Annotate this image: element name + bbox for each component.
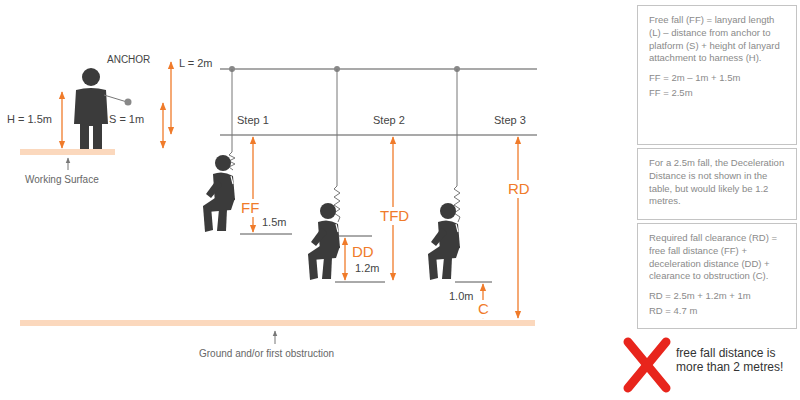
pointer-arrow <box>275 331 276 344</box>
formula-text: FF = 2.5m <box>649 87 785 100</box>
step-label: Step 2 <box>372 114 406 127</box>
info-panel-section: For a 2.5m fall, the Deceleration Distan… <box>637 148 797 220</box>
worker-head <box>82 68 100 86</box>
measure-symbol: FF <box>240 199 260 217</box>
dimension-label: 1.2m <box>354 262 380 275</box>
step-label: Step 1 <box>236 114 270 127</box>
dimension-label: 1.0m <box>448 290 474 303</box>
measure-symbol: DD <box>351 243 375 261</box>
anchor-label: ANCHOR <box>106 54 151 66</box>
warning-cross <box>628 342 666 388</box>
pointer-arrow <box>68 158 69 170</box>
reference-line <box>338 236 372 237</box>
explanation-text: Required fall clearance (RD) = free fall… <box>649 232 785 283</box>
worker-body <box>74 88 108 149</box>
dimension-arrow <box>170 62 171 134</box>
explanation-text: Free fall (FF) = lanyard length (L) – di… <box>649 14 785 65</box>
dimension-arrow <box>517 137 518 318</box>
info-panel-section: Free fall (FF) = lanyard length (L) – di… <box>637 5 797 145</box>
falling-worker <box>203 155 235 232</box>
measure-symbol: RD <box>507 180 531 198</box>
platform-line <box>220 134 537 135</box>
explanation-text: For a 2.5m fall, the Deceleration Distan… <box>649 157 785 208</box>
lanyard <box>454 69 460 222</box>
dimension-arrow <box>61 92 62 148</box>
dimension-label: S = 1m <box>108 113 145 126</box>
lanyard <box>334 69 340 222</box>
working-surface <box>20 149 115 155</box>
surface-label: Working Surface <box>24 174 100 186</box>
info-panel-section: Required fall clearance (RD) = free fall… <box>637 223 797 329</box>
measure-symbol: TFD <box>379 207 410 225</box>
ground-band <box>20 320 535 326</box>
warning-note: free fall distance is more than 2 metres… <box>675 346 795 375</box>
warning-cross <box>628 342 666 388</box>
falling-worker <box>308 203 340 280</box>
ground-label: Ground and/or first obstruction <box>198 348 335 360</box>
dimension-arrow <box>162 103 163 148</box>
step-label: Step 3 <box>493 114 527 127</box>
dimension-label: L = 2m <box>178 57 214 70</box>
formula-text: RD = 2.5m + 1.2m + 1m <box>649 290 785 303</box>
formula-text: FF = 2m – 1m + 1.5m <box>649 72 785 85</box>
anchor-point <box>125 99 132 106</box>
anchor-line <box>220 68 537 69</box>
reference-line <box>455 282 492 283</box>
dimension-label: 1.5m <box>261 216 287 229</box>
dimension-arrow <box>252 137 253 232</box>
formula-text: RD = 4.7 m <box>649 305 785 318</box>
dimension-arrow <box>344 238 345 280</box>
dimension-label: H = 1.5m <box>6 113 53 126</box>
lanyard <box>104 95 127 102</box>
reference-line <box>335 282 385 283</box>
reference-line <box>240 234 292 235</box>
measure-symbol: C <box>477 300 490 318</box>
lanyard <box>229 69 235 170</box>
falling-worker <box>428 203 460 280</box>
